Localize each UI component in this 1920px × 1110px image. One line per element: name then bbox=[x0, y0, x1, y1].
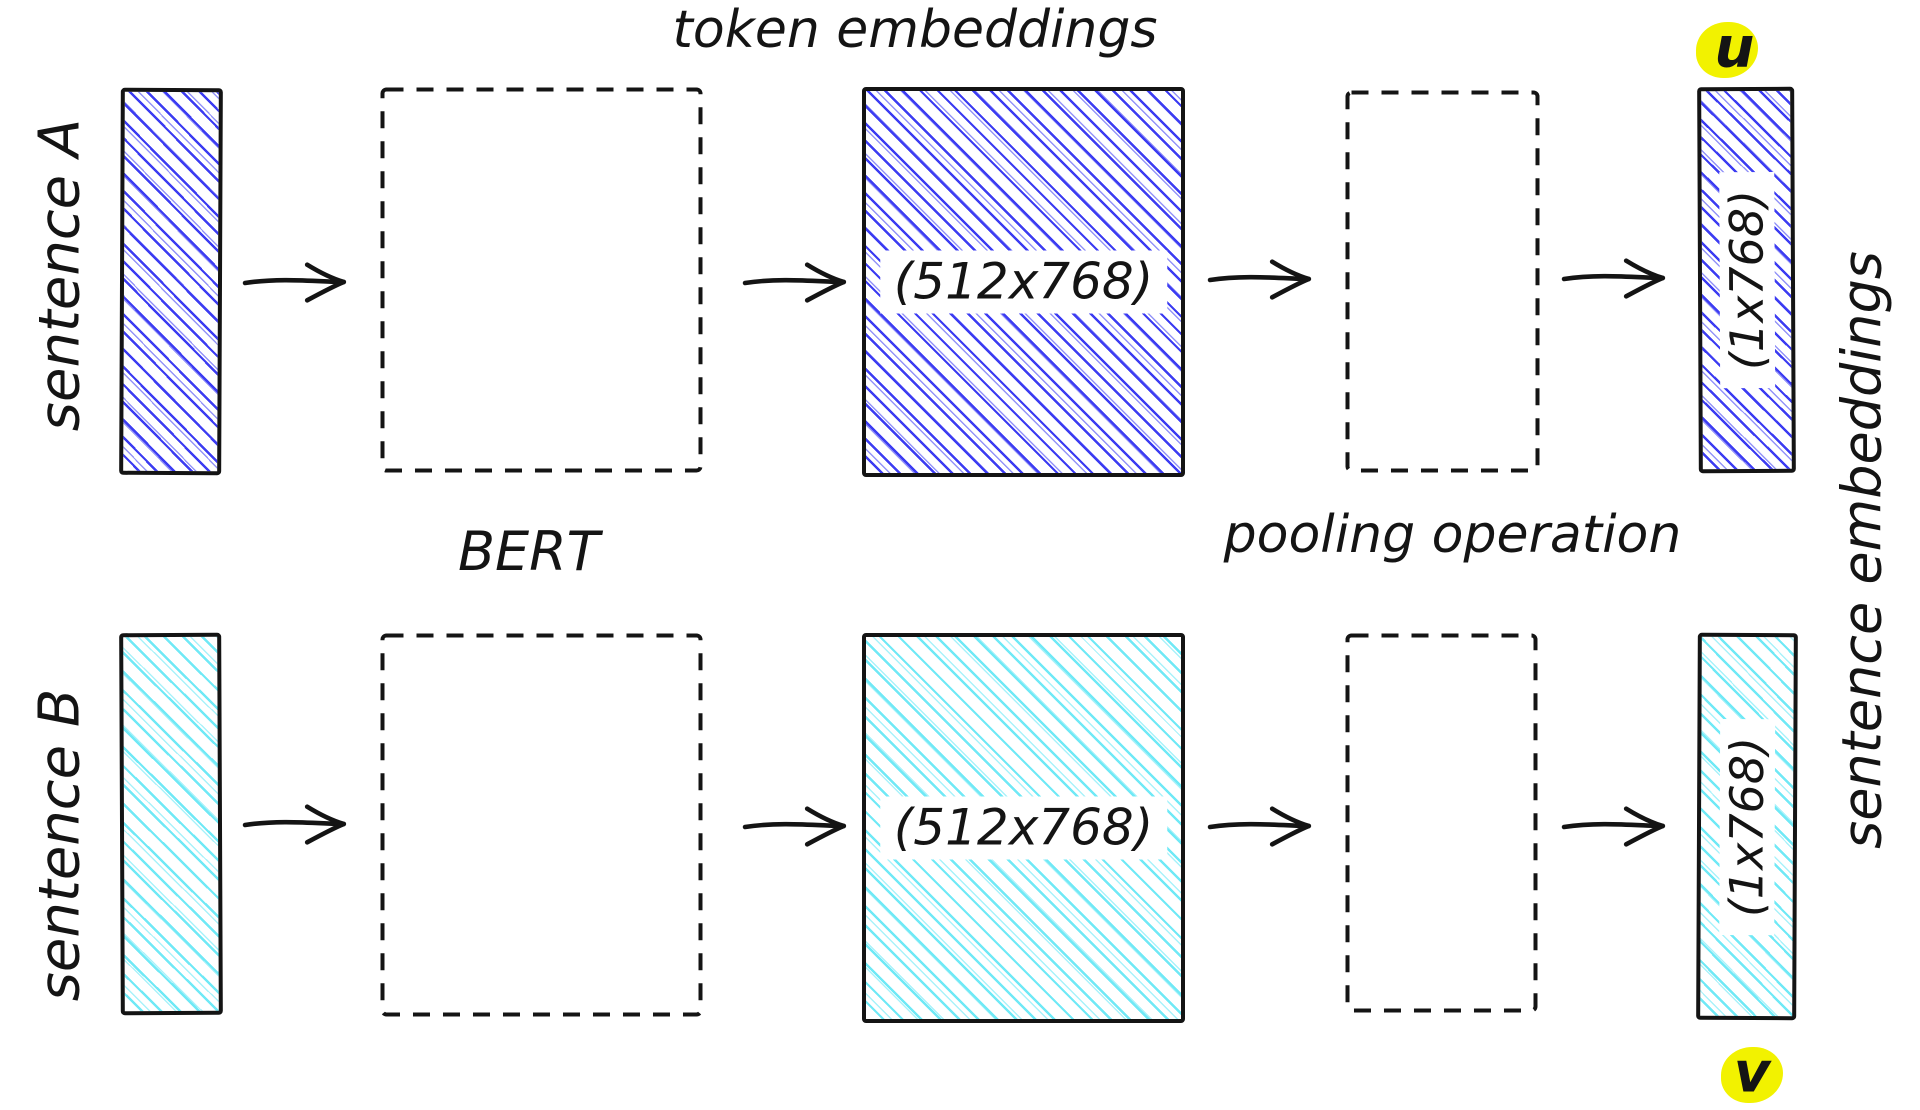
token-matrix-a: (512x768) bbox=[862, 87, 1185, 477]
sentence-a-input-rect bbox=[119, 87, 223, 476]
embedding-u-badge: u bbox=[1696, 15, 1758, 80]
arrow-a-pooling-to-vector-icon bbox=[1561, 255, 1673, 301]
embedding-v-letter: v bbox=[1733, 1040, 1771, 1106]
bert-label: BERT bbox=[458, 520, 600, 583]
sentence-vector-b-dims: (1x768) bbox=[1719, 718, 1775, 935]
arrow-b-pooling-to-vector-icon bbox=[1561, 803, 1673, 849]
sentence-a-label: sentence A bbox=[27, 118, 93, 432]
token-matrix-b-dims: (512x768) bbox=[879, 796, 1168, 860]
embedding-u-letter: u bbox=[1714, 15, 1755, 81]
pooling-box-b bbox=[1345, 633, 1538, 1013]
token-embeddings-title: token embeddings bbox=[672, 0, 1158, 60]
sentence-embeddings-label: sentence embeddings bbox=[1830, 251, 1894, 849]
sentence-b-input-rect bbox=[119, 632, 223, 1016]
token-matrix-b: (512x768) bbox=[862, 633, 1185, 1023]
sentence-vector-a: (1x768) bbox=[1697, 86, 1796, 474]
sentence-vector-b: (1x768) bbox=[1696, 632, 1798, 1021]
pooling-box-a bbox=[1345, 90, 1540, 473]
arrow-b-input-to-bert-icon bbox=[242, 801, 354, 847]
pooling-operation-label: pooling operation bbox=[1223, 505, 1682, 565]
arrow-b-bert-to-tokens-icon bbox=[742, 803, 854, 849]
bert-box-b bbox=[380, 633, 703, 1017]
embedding-v-badge: v bbox=[1721, 1040, 1783, 1105]
arrow-b-tokens-to-pooling-icon bbox=[1207, 803, 1319, 849]
sentence-vector-a-dims: (1x768) bbox=[1718, 171, 1775, 389]
token-matrix-a-dims: (512x768) bbox=[879, 250, 1168, 314]
arrow-a-input-to-bert-icon bbox=[242, 259, 354, 305]
bert-box-a bbox=[380, 87, 703, 473]
arrow-a-tokens-to-pooling-icon bbox=[1207, 256, 1319, 302]
sentence-b-label: sentence B bbox=[27, 688, 93, 1002]
arrow-a-bert-to-tokens-icon bbox=[742, 259, 854, 305]
